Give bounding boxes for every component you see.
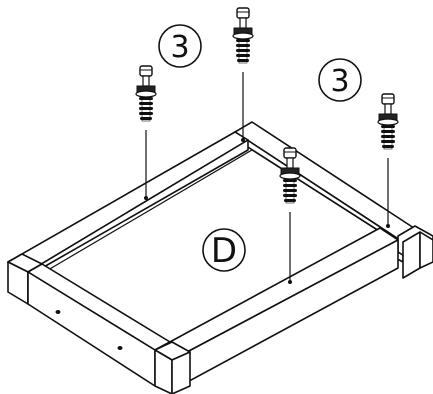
part-label-text: D xyxy=(211,231,237,271)
callout-1-text: 3 xyxy=(170,30,189,65)
inner-left-edge xyxy=(47,149,391,271)
cam-bolt-icon xyxy=(377,93,399,150)
callout-2-text: 3 xyxy=(330,64,349,99)
callout-2: 3 xyxy=(318,58,362,102)
frame-part-d xyxy=(7,121,433,394)
right-end-block-side xyxy=(419,231,433,269)
cam-bolt-icon xyxy=(135,65,157,122)
guide-lines xyxy=(145,72,389,282)
front-end-block-face xyxy=(154,349,173,394)
front-hole-right xyxy=(117,346,123,350)
front-end-block-side xyxy=(171,351,191,394)
front-hole-left xyxy=(55,310,61,314)
callout-1: 3 xyxy=(158,24,202,68)
cam-bolt-icon xyxy=(232,7,254,64)
part-label-d: D xyxy=(202,228,246,272)
right-rail-top xyxy=(154,227,399,361)
